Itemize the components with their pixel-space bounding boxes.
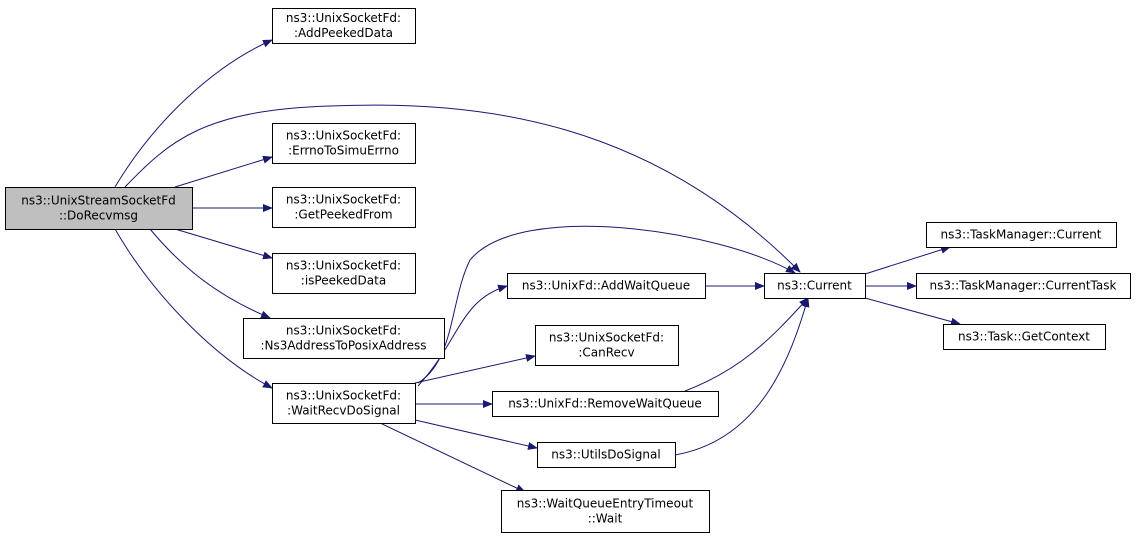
node-label: ::Wait [588,512,623,526]
node-current[interactable]: ns3::Current [764,273,866,299]
node-label: ns3::UnixSocketFd: [286,389,401,403]
node-label: ::DoRecvmsg [59,209,138,223]
node-box [507,273,706,299]
node-canrecv[interactable]: ns3::UnixSocketFd::CanRecv [535,325,679,366]
node-label: ns3::UnixFd::RemoveWaitQueue [508,397,702,411]
edge-root-to-current [124,104,801,273]
edge-waitrecv-to-current [417,225,796,384]
node-label: :isPeekedData [301,274,386,288]
node-box [492,391,719,417]
edge-line [414,354,536,384]
node-label: ns3::Current [777,279,852,293]
edge-line [379,422,526,493]
node-label: ns3::WaitQueueEntryTimeout [517,497,694,511]
node-label: ns3::UnixSocketFd: [549,331,664,345]
node-addpeeked[interactable]: ns3::UnixSocketFd::AddPeekedData [272,8,416,44]
node-box [537,442,676,468]
node-box [243,318,445,359]
edge-line [114,228,273,389]
node-removewait[interactable]: ns3::UnixFd::RemoveWaitQueue [492,391,719,417]
node-label: ns3::UnixFd::AddWaitQueue [522,279,690,293]
node-waitqueue[interactable]: ns3::WaitQueueEntryTimeout::Wait [501,490,710,533]
edge-utils-to-current [674,297,810,456]
node-root: ns3::UnixStreamSocketFd::DoRecvmsg [5,187,193,230]
node-box [5,187,193,230]
edge-line [174,155,273,188]
edge-current-to-tmcurrent [864,245,951,275]
node-ispeeked[interactable]: ns3::UnixSocketFd::isPeekedData [272,253,416,294]
edge-line [414,419,538,450]
node-box [501,490,710,533]
edge-root-to-errno [174,155,273,188]
node-addwait[interactable]: ns3::UnixFd::AddWaitQueue [507,273,706,299]
node-label: ns3::UnixSocketFd: [286,259,401,273]
edge-root-to-ispeeked [174,228,273,260]
node-label: ns3::UnixStreamSocketFd [21,194,176,208]
edge-waitrecv-to-waitqueue [379,422,526,493]
edge-line [149,228,271,319]
node-waitrecv[interactable]: ns3::UnixSocketFd::WaitRecvDoSignal [272,383,416,424]
node-box [535,325,679,366]
node-box [926,222,1117,248]
node-getpeeked[interactable]: ns3::UnixSocketFd::GetPeekedFrom [272,187,416,228]
node-label: ns3::UtilsDoSignal [551,448,660,462]
node-label: ns3::TaskManager::Current [940,228,1101,242]
node-box [916,273,1131,299]
edge-line [417,225,796,384]
node-box [272,8,416,44]
node-box [272,253,416,294]
node-label: ns3::UnixSocketFd: [286,193,401,207]
edge-current-to-getcontext [864,297,961,326]
node-label: :AddPeekedData [294,26,393,40]
edge-line [864,297,961,326]
edge-waitrecv-to-addwait [417,284,508,387]
edge-line [417,284,508,387]
node-box [272,187,416,228]
node-label: ns3::UnixSocketFd: [286,11,401,25]
node-label: :GetPeekedFrom [294,208,392,222]
node-box [272,383,416,424]
edge-root-to-waitrecv [114,228,273,389]
node-box [272,123,416,164]
node-label: ns3::UnixSocketFd: [286,129,401,143]
node-label: ns3::Task::GetContext [958,330,1090,344]
node-label: :CanRecv [578,346,634,360]
edge-line [114,39,273,188]
node-label: :WaitRecvDoSignal [287,404,400,418]
node-label: ns3::UnixSocketFd: [286,324,401,338]
edge-line [124,104,801,273]
node-box [764,273,866,299]
edge-root-to-addpeeked [114,39,273,188]
edge-removewait-to-current [684,297,809,392]
node-errno[interactable]: ns3::UnixSocketFd::ErrnoToSimuErrno [272,123,416,164]
node-label: ns3::TaskManager::CurrentTask [930,279,1117,293]
edge-root-to-ns3addr [149,228,271,319]
node-ns3addr[interactable]: ns3::UnixSocketFd::Ns3AddressToPosixAddr… [243,318,445,359]
node-box [943,324,1106,350]
node-utils[interactable]: ns3::UtilsDoSignal [537,442,676,468]
nodes-layer: ns3::UnixStreamSocketFd::DoRecvmsgns3::U… [5,8,1131,533]
edge-waitrecv-to-utils [414,419,538,450]
node-getcontext[interactable]: ns3::Task::GetContext [943,324,1106,350]
node-tmcurrent[interactable]: ns3::TaskManager::Current [926,222,1117,248]
node-label: :Ns3AddressToPosixAddress [261,339,427,353]
node-tmcurrenttask[interactable]: ns3::TaskManager::CurrentTask [916,273,1131,299]
edge-line [674,297,810,456]
edge-line [684,297,809,392]
edge-line [864,245,951,275]
node-label: :ErrnoToSimuErrno [288,144,399,158]
edge-waitrecv-to-canrecv [414,354,536,384]
edge-line [174,228,273,260]
edges-layer [114,39,961,493]
